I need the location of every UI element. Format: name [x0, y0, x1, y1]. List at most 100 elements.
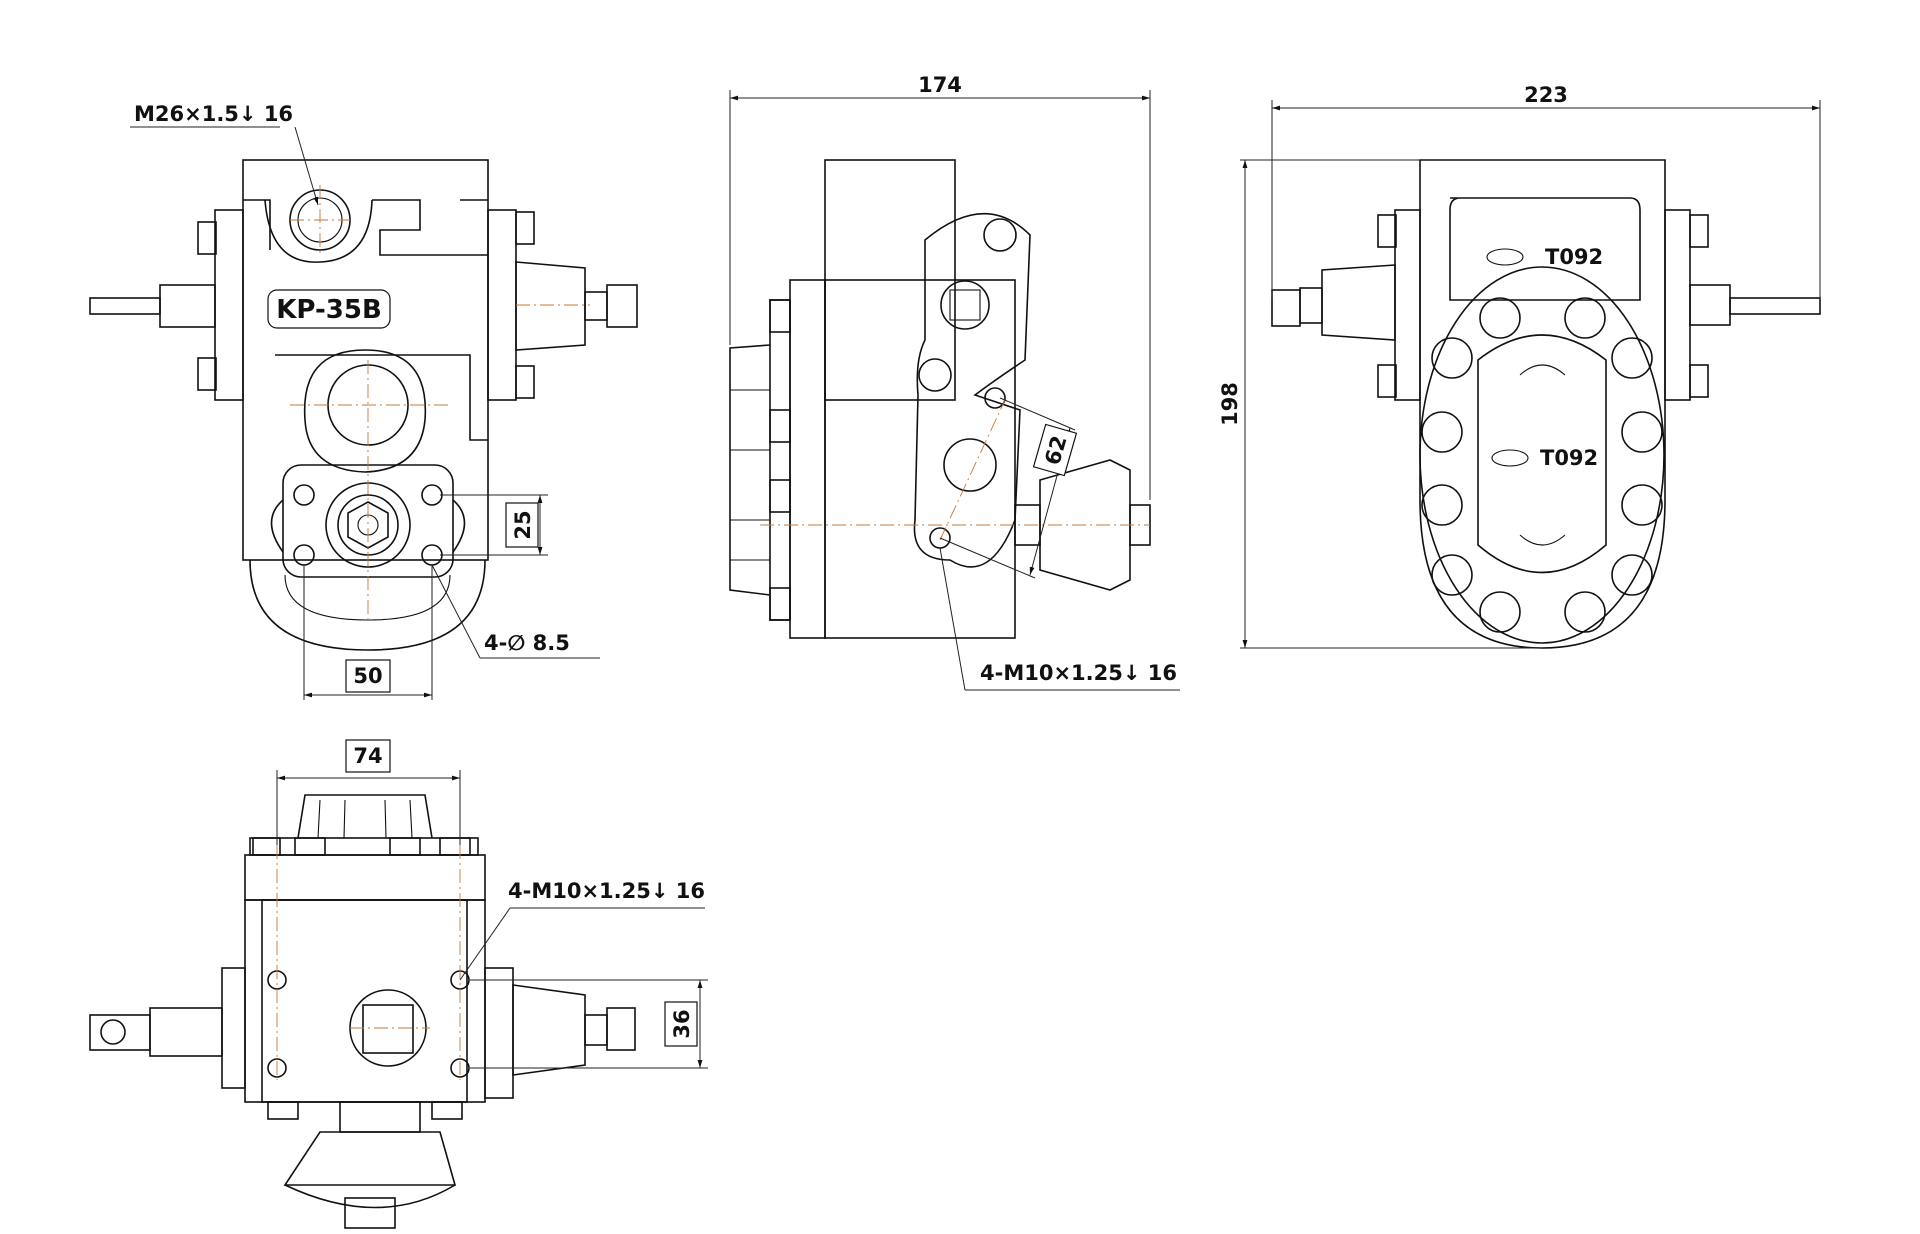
bottom-view: 74 36 4-M10×1.25↓ 16 [89, 739, 708, 1229]
front-bolt-right-top [515, 211, 535, 245]
bottom-dim-36-box [664, 1001, 698, 1047]
front-model-plate [267, 289, 391, 329]
side-cover-plate [789, 279, 826, 639]
front-lower-frame [275, 354, 488, 441]
rear-cover-bolt-7 [1421, 484, 1463, 526]
front-body-step [243, 199, 488, 250]
front-bolt-left-bottom [197, 357, 217, 391]
bottom-shaft-housing [149, 1007, 223, 1057]
front-flange-hole-4 [421, 544, 443, 566]
side-bolt-2 [769, 409, 791, 443]
bottom-dim-36: 36 [670, 1009, 694, 1038]
rear-shaft-housing [1689, 284, 1731, 326]
side-view: 174 62 4-M10×1.25↓ 16 [729, 73, 1180, 691]
rear-reg-nut [1271, 289, 1301, 327]
bottom-body-inner [261, 899, 468, 1103]
rear-view: T092 T092 223 [1218, 83, 1821, 649]
front-flange-hole-3 [293, 544, 315, 566]
bottom-bolt-1 [249, 837, 281, 856]
rear-cover-bolt-11 [1479, 591, 1521, 633]
side-port-flange [913, 212, 1031, 568]
rear-nameplate [1449, 197, 1641, 301]
front-reg-stem [584, 291, 608, 321]
bottom-hole-3 [267, 1058, 287, 1078]
front-port-boss [264, 199, 373, 263]
rear-cover-bolt-10 [1611, 554, 1653, 596]
rear-shaft [1729, 297, 1821, 315]
front-rotor-housing [249, 559, 486, 651]
rear-cover-bolt-9 [1431, 554, 1473, 596]
front-reg-nut [606, 284, 638, 328]
bottom-reg-nut [606, 1007, 636, 1051]
bottom-port-square [362, 1004, 414, 1054]
bottom-dim-74: 74 [353, 744, 382, 768]
bottom-bolt-5 [267, 1101, 299, 1120]
rear-cover-bolt-2 [1564, 297, 1606, 339]
rear-cover-bolt-4 [1611, 337, 1653, 379]
front-rotor-inner [284, 574, 451, 621]
side-end-cover [729, 344, 771, 596]
rear-dim-198: 198 [1218, 382, 1242, 426]
bottom-shaft [89, 1014, 151, 1051]
rear-cover-bolt-12 [1564, 591, 1606, 633]
side-bolt-3 [769, 479, 791, 513]
rear-left-flange [1394, 209, 1421, 401]
bottom-reg-stem [584, 1014, 608, 1046]
front-shaft [89, 297, 161, 315]
bottom-lower-stem [339, 1101, 421, 1133]
side-dim-174: 174 [918, 73, 962, 97]
bottom-hole-4 [450, 1058, 470, 1078]
rear-cover-bolt-6 [1621, 411, 1663, 453]
front-flange-hole-1 [293, 484, 315, 506]
bottom-regulator [512, 984, 586, 1076]
front-slot [372, 199, 488, 256]
side-bolt-4 [769, 587, 791, 621]
side-port-outer [940, 280, 990, 330]
side-dim-62-box [1032, 423, 1078, 477]
side-flange-hole-3 [984, 387, 1006, 409]
front-bolt-right-bottom [515, 365, 535, 399]
front-lower-boss [303, 349, 427, 473]
front-thread-leader [294, 126, 319, 206]
rear-label-top: T092 [1545, 245, 1603, 269]
front-dim-50: 50 [353, 664, 382, 688]
rear-regulator [1321, 264, 1396, 341]
front-dim-25-box [505, 502, 539, 548]
bottom-shaft-hole [100, 1019, 126, 1045]
side-cover-lip [769, 299, 791, 621]
bottom-top-plate [244, 854, 486, 901]
rear-label-center: T092 [1540, 446, 1598, 470]
bottom-left-flange [221, 967, 246, 1089]
bottom-tapped-callout: 4-M10×1.25↓ 16 [508, 879, 705, 903]
bottom-bolt-4 [439, 837, 471, 856]
front-view: KP-35B M26×1.5↓ 16 25 [89, 102, 638, 700]
rear-bolt-1 [1377, 214, 1397, 248]
side-flange-hole-2 [918, 358, 952, 392]
front-regulator [515, 261, 586, 351]
bottom-dim-74-box [345, 739, 391, 773]
rear-logo-top [1486, 248, 1524, 266]
bottom-lower-nut [344, 1197, 396, 1229]
front-holes-callout: 4-∅ 8.5 [484, 631, 570, 655]
bottom-cover-rim [252, 837, 479, 856]
front-dim-50-box [345, 659, 391, 693]
front-flange-ears [270, 499, 466, 553]
rear-bolt-2 [1377, 364, 1397, 398]
bottom-lower-cap [284, 1184, 456, 1209]
front-right-flange [487, 209, 517, 401]
bottom-bolt-3 [389, 837, 421, 856]
front-holes-leader [431, 564, 481, 659]
rear-gear-outline [1477, 334, 1607, 574]
front-body [242, 159, 489, 561]
rear-body [1419, 159, 1666, 649]
bottom-bolt-2 [294, 837, 326, 856]
side-flange-hole-1 [983, 218, 1017, 252]
side-tapped-callout: 4-M10×1.25↓ 16 [980, 661, 1177, 685]
rear-dim-223: 223 [1524, 83, 1568, 107]
bottom-bolt-6 [431, 1101, 463, 1120]
side-port-lower [943, 438, 997, 492]
bottom-body [244, 899, 486, 1103]
front-model-label: KP-35B [276, 295, 382, 325]
rear-cover-bolt-1 [1479, 297, 1521, 339]
